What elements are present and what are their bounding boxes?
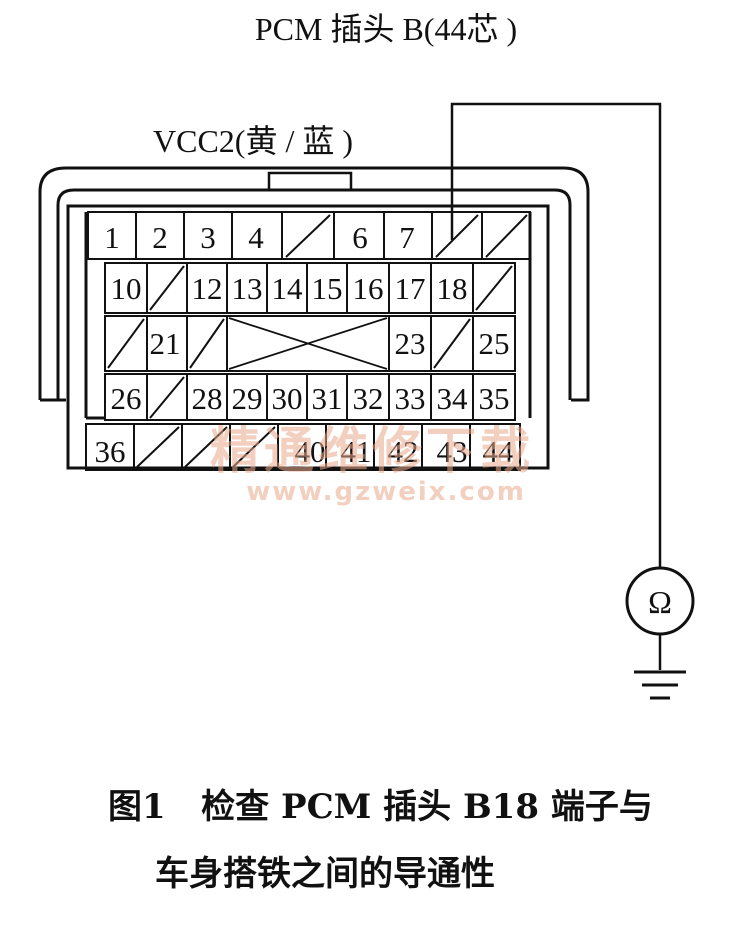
pin-label: 2 [152, 220, 168, 255]
pin-label: 26 [111, 381, 142, 416]
pin-row-4: 26 28 29 30 31 32 33 34 35 [104, 373, 516, 421]
connector-title: PCM 插头 B(44芯 ) [255, 11, 517, 47]
pin-row-5: 36 40 41 42 43 44 [85, 423, 521, 471]
pin-row-2: 10 12 13 14 15 16 17 18 [104, 262, 516, 314]
pin-label: 29 [232, 381, 263, 416]
pin-label: 17 [395, 271, 426, 306]
pin-label: 23 [395, 326, 426, 361]
pin-label: 16 [353, 271, 384, 306]
pin-row-3: 21 23 25 [104, 315, 516, 372]
pin-label: 42 [388, 434, 419, 469]
pin-label: 13 [232, 271, 263, 306]
pin-label: 15 [312, 271, 343, 306]
ohmmeter-icon: Ω [625, 566, 695, 636]
pin-label: 7 [399, 220, 415, 255]
wire-label: VCC2(黄 / 蓝 ) [153, 123, 353, 159]
pin-label: 36 [95, 434, 126, 469]
pin-label: 32 [353, 381, 384, 416]
ground-icon [634, 670, 686, 700]
connector-face [66, 204, 550, 470]
watermark-text: 精通维修下载 [210, 422, 534, 480]
pin-label: 41 [341, 434, 372, 469]
pin-label: 21 [150, 326, 181, 361]
pin-label: 4 [248, 220, 264, 255]
pin-label: 34 [437, 381, 469, 416]
pin-label: 28 [192, 381, 223, 416]
pin-label: 10 [111, 271, 142, 306]
pin-label: 44 [483, 434, 515, 469]
connector-housing [38, 166, 590, 470]
pin-label: 18 [437, 271, 468, 306]
pin-label: 6 [352, 220, 368, 255]
pin-row-1: 1 2 3 4 6 7 [87, 211, 531, 260]
pin-label: 25 [479, 326, 510, 361]
pin-label: 1 [104, 220, 120, 255]
pin-label: 30 [272, 381, 303, 416]
watermark-url: www.gzweix.com [246, 477, 526, 507]
figure-caption-line-1: 图1 检查 PCM 插头 B18 端子与 [108, 787, 653, 827]
figure-caption-line-2: 车身搭铁之间的导通性 [155, 854, 495, 894]
pin-label: 40 [295, 434, 326, 469]
pin-label: 12 [192, 271, 223, 306]
pin-label: 35 [479, 381, 510, 416]
pin-label: 33 [395, 381, 426, 416]
latch-tab [267, 171, 353, 192]
pin-label: 3 [200, 220, 216, 255]
pin-label: 43 [437, 434, 468, 469]
probe-wire [450, 102, 662, 568]
ohm-symbol: Ω [648, 584, 672, 620]
pin-label: 14 [272, 271, 304, 306]
pin-label: 31 [312, 381, 343, 416]
